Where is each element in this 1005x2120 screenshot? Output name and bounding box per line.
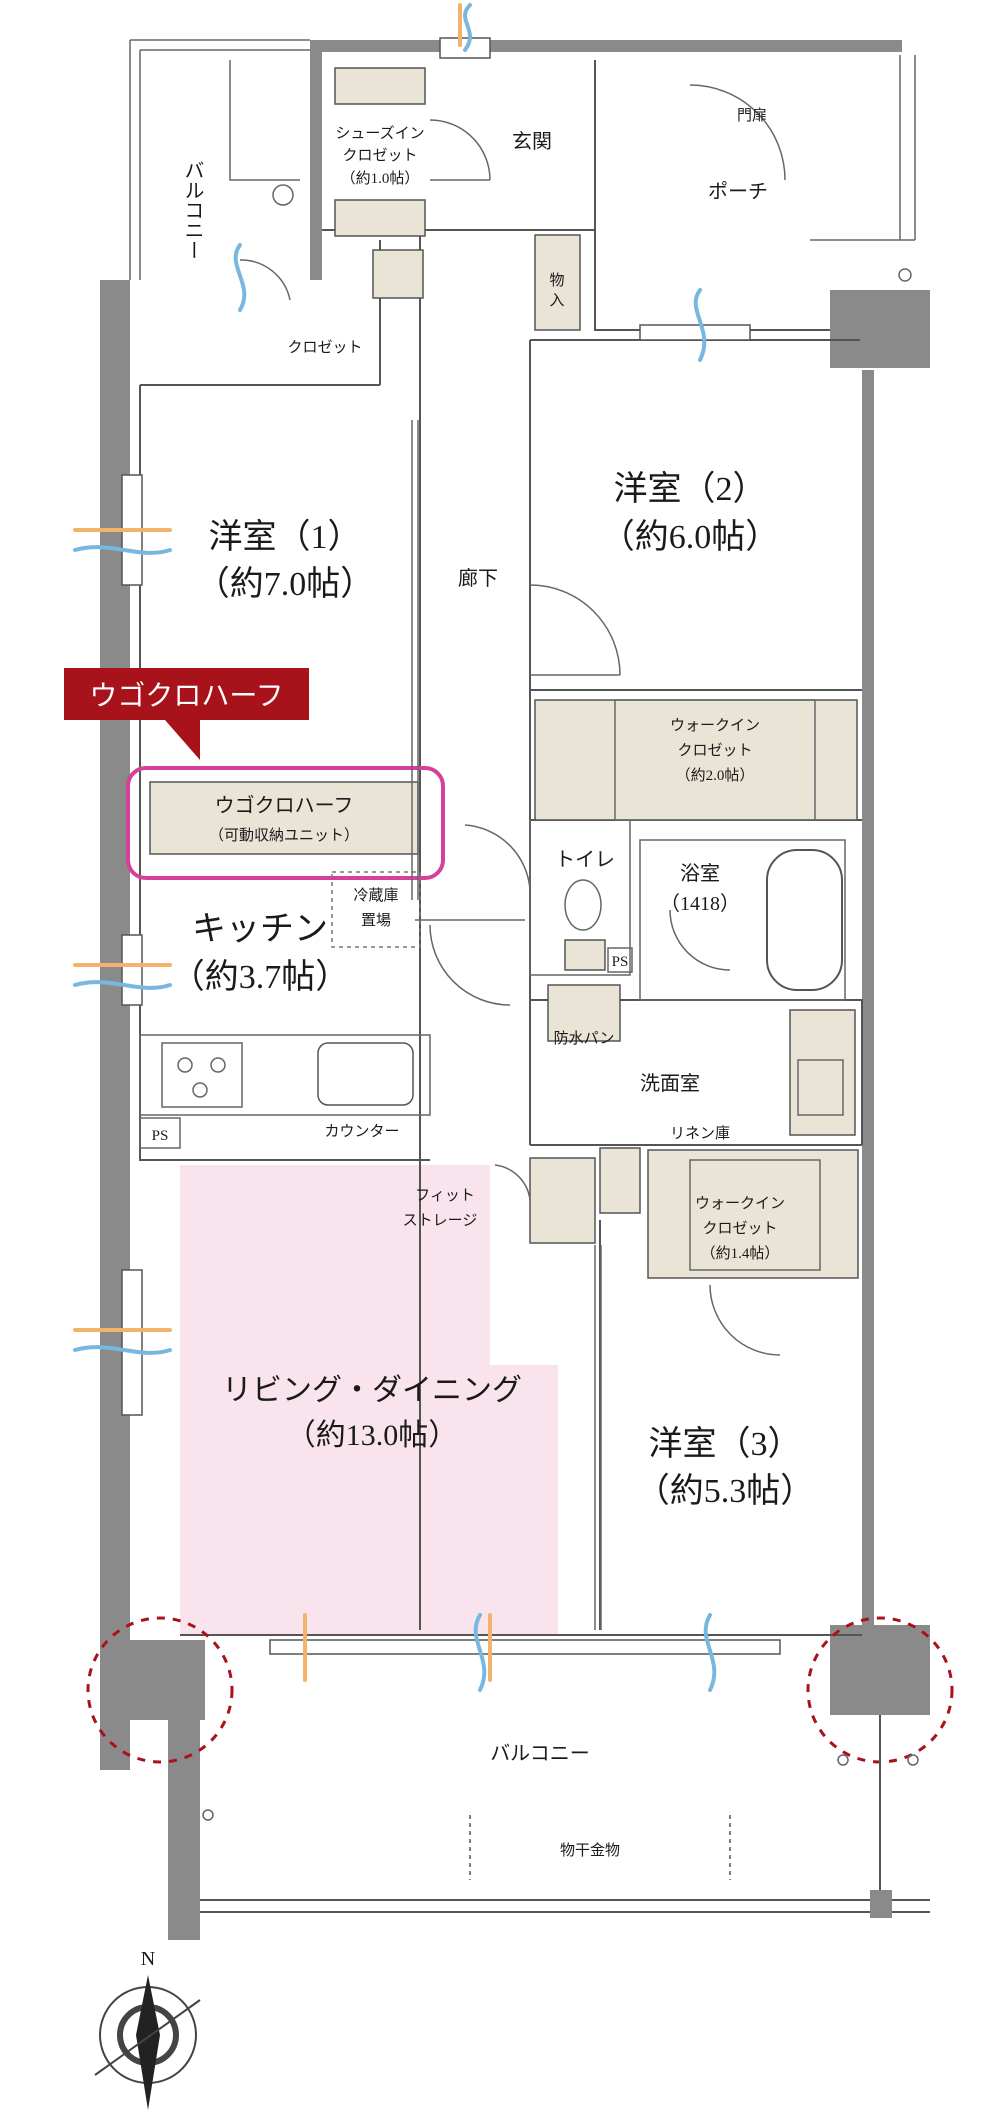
washing-machine-pan <box>547 984 621 1042</box>
living-area-fill <box>180 1165 558 1635</box>
walkin2-shelves <box>647 1149 859 1279</box>
bath-line1: 浴室 <box>680 862 720 885</box>
laundry-label: 物干金物 <box>560 1842 620 1859</box>
room1-name: 洋室（1） <box>209 518 362 556</box>
walkin2-line1: ウォークイン <box>695 1195 785 1212</box>
storage-small-line2: 入 <box>549 293 564 309</box>
bath-line2: （1418） <box>660 892 740 915</box>
toilet-label: トイレ <box>555 849 615 871</box>
fit-storage-line1: フィット <box>415 1188 475 1204</box>
breeze-arrows <box>73 3 717 1692</box>
burner-3 <box>192 1082 208 1098</box>
walkin1-line3: （約2.0帖） <box>676 767 755 784</box>
shoes-closet-line1: シューズイン <box>335 125 424 142</box>
ugoku-unit-line2: （可動収納ユニット） <box>209 827 359 844</box>
storage-small-box <box>534 234 581 331</box>
linen-label: リネン庫 <box>670 1125 730 1142</box>
walkin2-line3: （約1.4帖） <box>701 1245 780 1262</box>
bathtub <box>766 849 843 991</box>
kitchen-counter <box>139 1034 431 1116</box>
walkin1-shelves <box>534 699 858 821</box>
fit-storage-box <box>529 1157 596 1244</box>
fit-storage-line2: ストレージ <box>403 1213 478 1229</box>
room1-size: （約7.0帖） <box>196 565 375 603</box>
corridor-label: 廊下 <box>458 567 498 590</box>
entrance-wall <box>310 40 322 280</box>
entrance-label: 玄関 <box>512 130 552 153</box>
ps-box-toilet <box>607 947 633 973</box>
compass-north-label: N <box>141 1948 155 1970</box>
balcony-rail-post <box>870 1890 892 1918</box>
ugoku-unit-box <box>149 781 419 855</box>
porch-frame <box>810 55 916 241</box>
bath-room <box>639 839 846 1001</box>
compass <box>94 1975 201 2110</box>
wash-basin <box>789 1009 856 1136</box>
walkin2-inner <box>689 1159 821 1271</box>
balcony-rail <box>200 1715 930 1913</box>
laundry-bar-marks <box>469 1815 731 1880</box>
room2-size: （約6.0帖） <box>601 518 780 556</box>
wash-basin-inner <box>797 1059 844 1116</box>
left-pillar-bottom <box>100 1640 205 1720</box>
drain-top <box>272 184 294 206</box>
right-wall <box>862 370 874 1690</box>
sink <box>317 1042 414 1106</box>
counter-label: カウンター <box>324 1123 399 1140</box>
kitchen-ps-label: PS <box>152 1128 169 1144</box>
walkin2-line2: クロゼット <box>702 1220 777 1237</box>
balcony-top-label: バルコニー <box>181 160 203 260</box>
door-swings <box>239 84 786 1356</box>
closet-box <box>372 249 424 299</box>
shoes-closet-shelf-top <box>334 67 426 105</box>
walkin1-inner <box>614 699 816 821</box>
gate-label: 門扉 <box>737 107 767 124</box>
room3-size: （約5.3帖） <box>636 1472 815 1510</box>
waterproof-pan-label: 防水パン <box>554 1030 615 1047</box>
toilet-ps-label: PS <box>612 954 629 970</box>
storage-small-line1: 物 <box>549 272 564 289</box>
left-balcony-wall <box>168 1720 200 1940</box>
drain-porch <box>898 268 912 282</box>
right-pillar-bottom <box>830 1625 930 1715</box>
walkin1-line1: ウォークイン <box>670 717 760 734</box>
kitchen-size: （約3.7帖） <box>171 958 350 996</box>
ugoku-badge: ウゴクロハーフ <box>64 668 309 720</box>
fridge-space <box>331 871 421 948</box>
drain-bottom-3 <box>907 1754 919 1766</box>
sliding-doors <box>411 420 602 1630</box>
fridge-line1: 冷蔵庫 <box>353 887 398 904</box>
closet-label: クロゼット <box>287 339 362 356</box>
living-size: （約13.0帖） <box>286 1419 459 1452</box>
fridge-line2: 置場 <box>361 912 391 929</box>
shoes-closet-shelf-bottom <box>334 199 426 237</box>
toilet-tank <box>564 939 606 971</box>
top-balcony-frame <box>129 39 310 280</box>
badge-pointer <box>165 720 200 760</box>
toilet-bowl <box>564 879 602 931</box>
shoes-closet-line3: （約1.0帖） <box>341 170 420 187</box>
balcony-bottom-label: バルコニー <box>490 1743 590 1765</box>
drain-bottom-2 <box>837 1754 849 1766</box>
toilet-room <box>529 820 631 976</box>
kitchen-name: キッチン <box>192 911 328 948</box>
ps-box-kitchen <box>139 1117 181 1149</box>
living-name: リビング・ダイニング <box>222 1374 522 1407</box>
walkin1-line2: クロゼット <box>677 742 752 759</box>
washroom-label: 洗面室 <box>640 1072 700 1095</box>
linen-box <box>599 1147 641 1214</box>
porch-label: ポーチ <box>708 180 768 203</box>
drain-bottom-1 <box>202 1809 214 1821</box>
stove <box>161 1042 243 1108</box>
ugoku-unit-line1: ウゴクロハーフ <box>215 794 354 817</box>
room2-name: 洋室（2） <box>614 470 767 508</box>
room3-name: 洋室（3） <box>649 1425 802 1463</box>
burner-2 <box>210 1057 226 1073</box>
burner-1 <box>177 1057 193 1073</box>
shoes-closet-line2: クロゼット <box>342 147 417 164</box>
top-wall <box>322 40 902 52</box>
right-pillar-top <box>830 290 930 368</box>
ugoku-highlight <box>126 766 445 880</box>
